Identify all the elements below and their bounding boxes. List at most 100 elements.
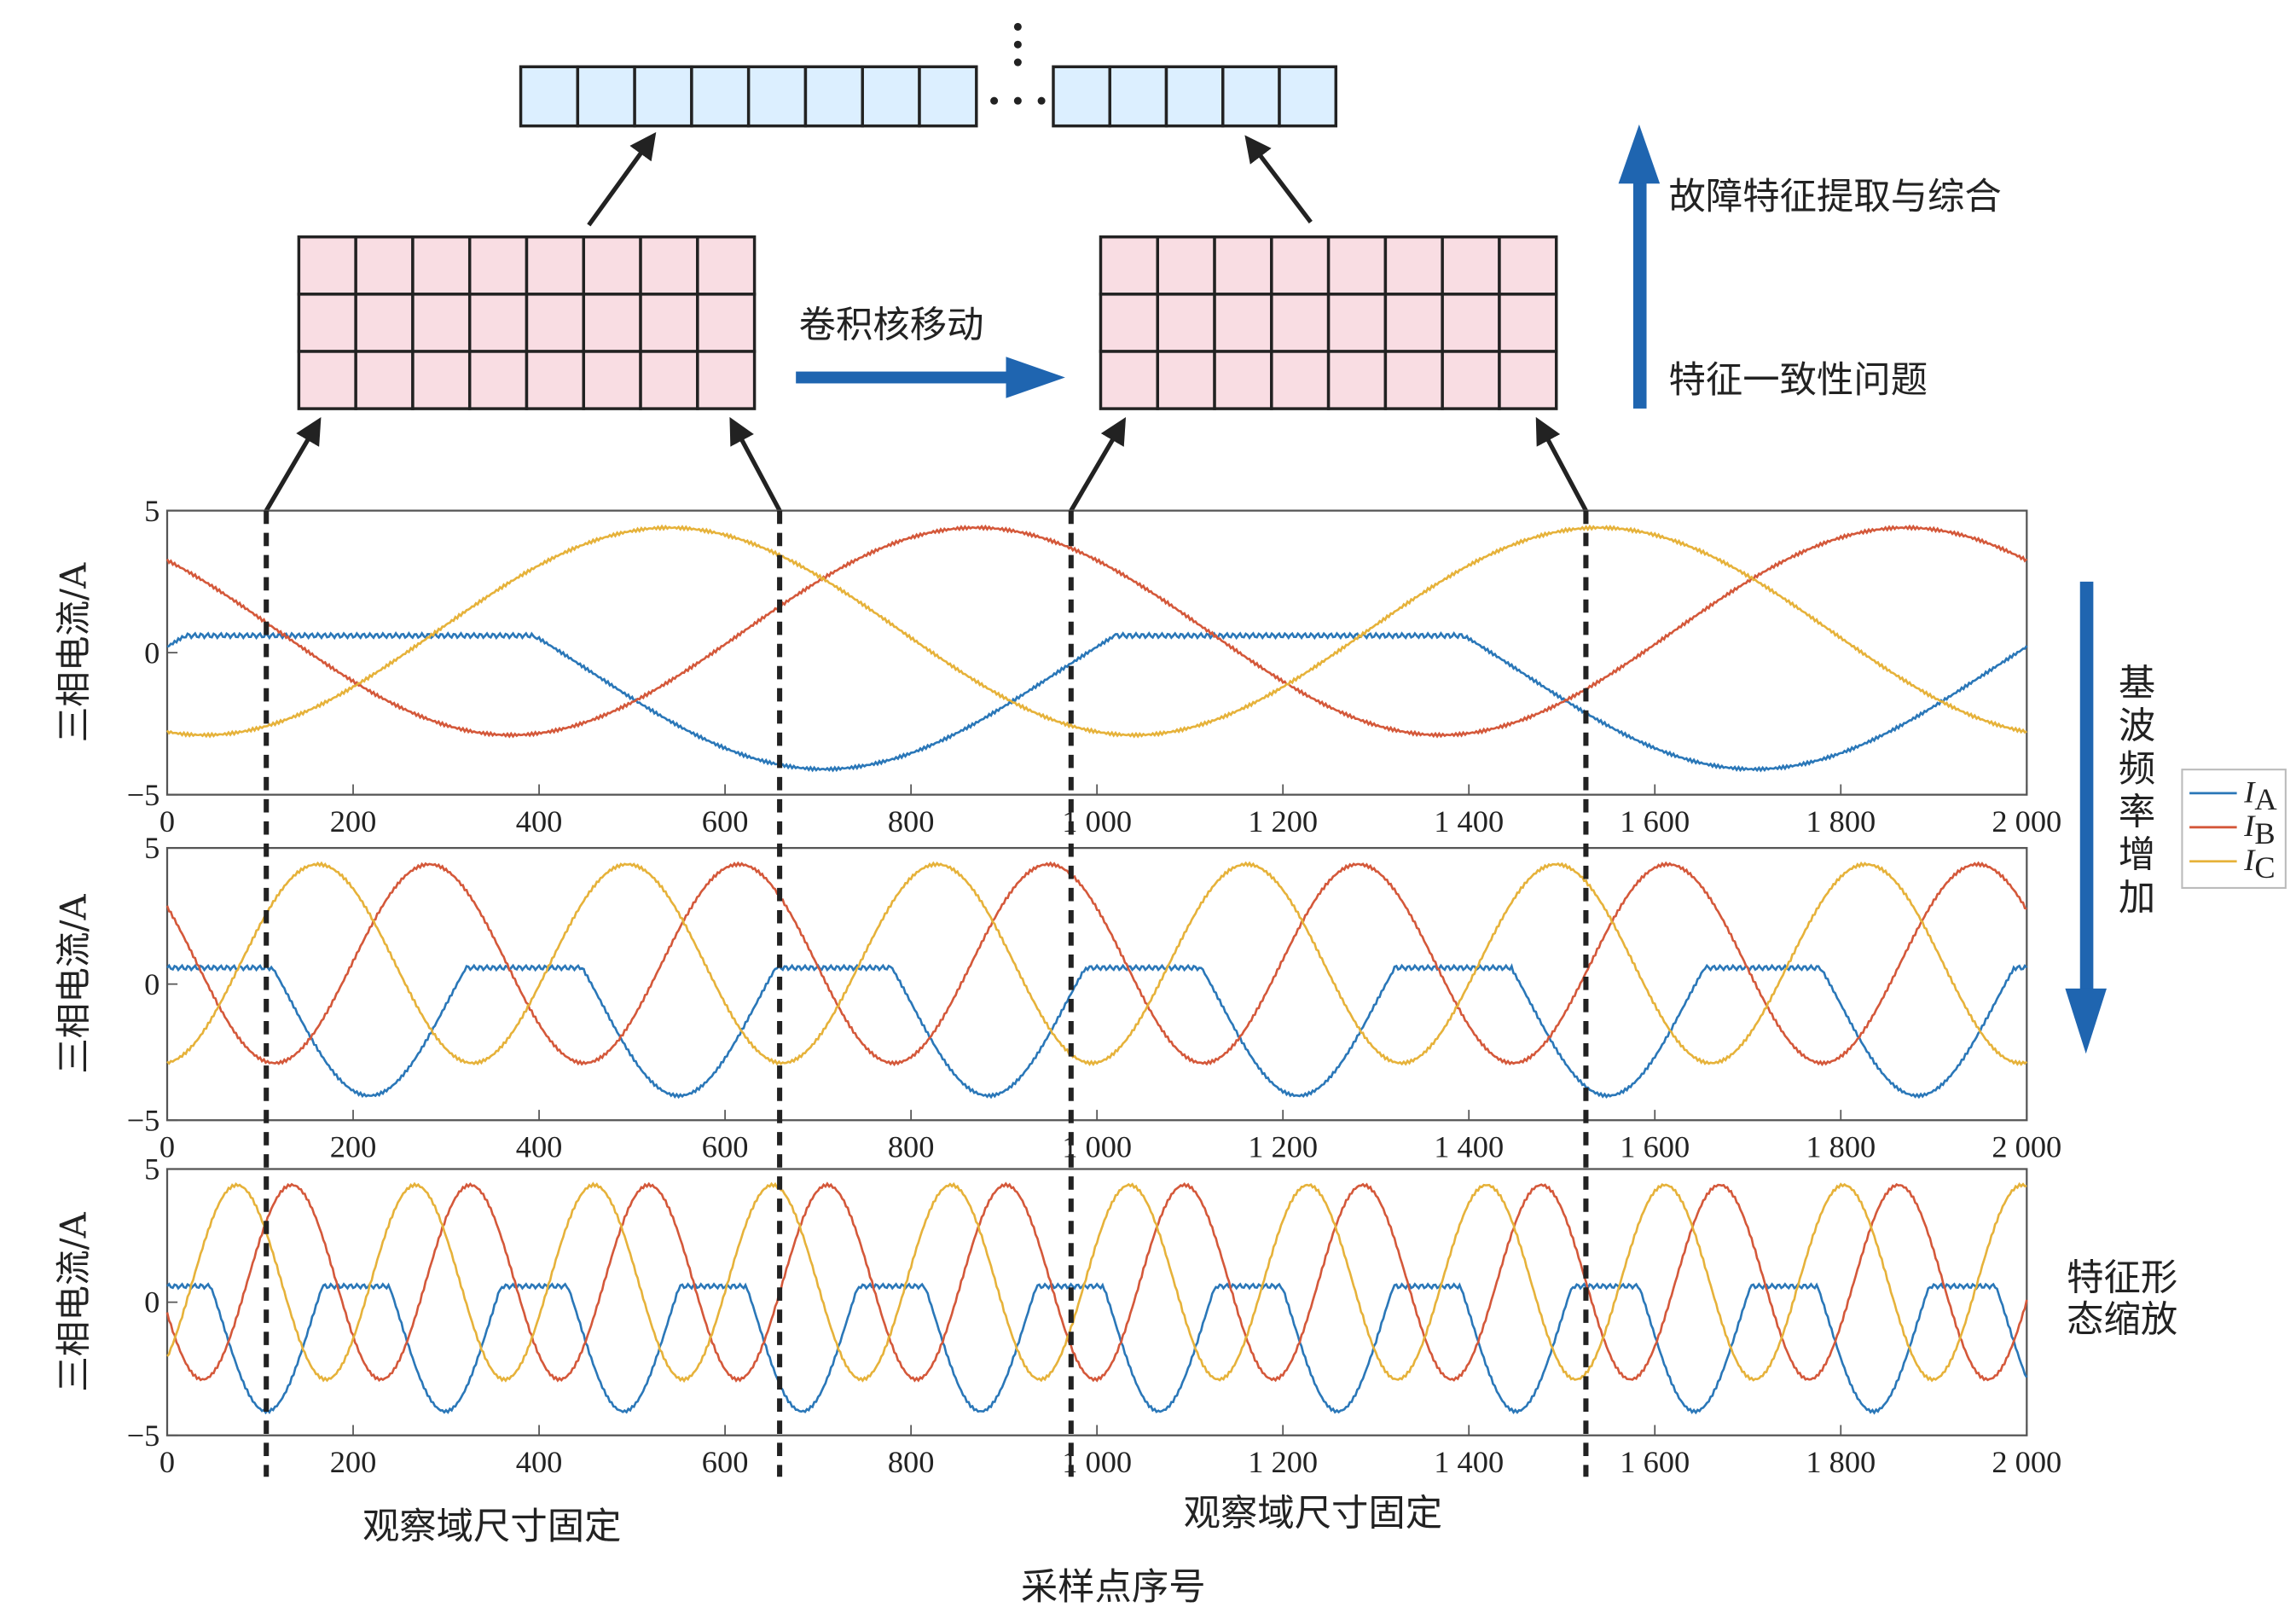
series-line-IA — [166, 631, 2028, 773]
x-tick-label: 800 — [888, 1130, 935, 1164]
kernel-cell — [525, 235, 586, 296]
kernel-cell — [411, 350, 472, 410]
kernel-cell — [582, 350, 642, 410]
series-line-IB — [165, 861, 2027, 1067]
x-tick-label: 1 000 — [1062, 1445, 1132, 1479]
kernel-cell — [525, 350, 586, 410]
kernel-cell — [1441, 293, 1501, 353]
kernel-cell — [1156, 235, 1216, 296]
x-tick-label: 1 400 — [1434, 1445, 1504, 1479]
mapping-arrows — [264, 131, 1588, 512]
feature-vector-right — [1052, 65, 1338, 128]
feature-cell — [519, 65, 580, 128]
kernel-cell — [411, 293, 472, 353]
feature-scale-label-1: 特征形 — [2067, 1257, 2177, 1300]
feature-cell — [1164, 65, 1225, 128]
kernel-cell — [1383, 350, 1444, 410]
window-fixed-label-left: 观察域尺寸固定 — [362, 1506, 622, 1548]
x-tick-label: 200 — [330, 1130, 377, 1164]
x-tick-label: 1 200 — [1248, 1130, 1318, 1164]
kernel-cell — [467, 293, 529, 353]
kernel-cell — [1156, 293, 1216, 353]
feature-consistency-label: 特征一致性问题 — [1669, 359, 1928, 402]
frequency-increase-char: 率 — [2119, 791, 2155, 833]
kernel-grid-right — [1099, 235, 1558, 410]
series-line-IC — [166, 861, 2028, 1067]
y-tick-label: 0 — [144, 635, 159, 670]
x-tick-label: 1 800 — [1806, 1130, 1876, 1164]
arrow-window1-right — [729, 416, 782, 512]
kernel-cell — [411, 235, 472, 296]
arrow-window2-left — [1069, 417, 1127, 512]
kernel-cell — [1099, 235, 1160, 296]
y-tick-label: 0 — [144, 967, 159, 1001]
legend-label-IB: I — [2243, 809, 2256, 843]
x-tick-label: 400 — [516, 804, 563, 839]
x-tick-label: 1 800 — [1806, 804, 1876, 839]
frequency-increase-char: 增 — [2119, 834, 2155, 877]
series-line-IA — [166, 963, 2028, 1100]
x-tick-label: 2 000 — [1992, 1445, 2061, 1479]
x-tick-label: 400 — [516, 1445, 563, 1479]
y-tick-label: −5 — [127, 1419, 160, 1453]
feature-cell — [918, 65, 978, 128]
series-line-IA — [166, 1282, 2028, 1415]
x-tick-label: 2 000 — [1992, 1130, 2061, 1164]
x-tick-label: 600 — [702, 1130, 749, 1164]
feature-cell — [803, 65, 864, 128]
kernel-cell — [467, 235, 529, 296]
x-tick-label: 1 200 — [1248, 1445, 1318, 1479]
y-axis-label: 三相电流/A — [53, 893, 95, 1073]
kernel-grid-left — [297, 235, 757, 410]
kernel-cell — [639, 235, 699, 296]
legend-label-IA: I — [2243, 775, 2256, 809]
y-tick-label: 5 — [144, 494, 159, 528]
x-tick-label: 1 600 — [1620, 1130, 1690, 1164]
kernel-cell — [696, 235, 757, 296]
x-axis-title: 采样点序号 — [1021, 1566, 1206, 1609]
x-tick-label: 600 — [702, 1445, 749, 1479]
y-tick-label: 5 — [144, 831, 159, 865]
kernel-cell — [1383, 293, 1444, 353]
plot-frame — [165, 1168, 2028, 1436]
legend-sub-IC: C — [2254, 850, 2275, 885]
legend-sub-IA: A — [2254, 782, 2277, 816]
series-line-IC — [166, 1181, 2027, 1384]
kernel-cell — [1099, 293, 1160, 353]
frequency-increase-char: 基 — [2119, 662, 2155, 705]
kernel-cell — [1213, 293, 1273, 353]
x-tick-label: 2 000 — [1992, 804, 2061, 839]
arrow-window2-right — [1535, 416, 1588, 512]
feature-extract-label: 故障特征提取与综合 — [1669, 176, 2002, 218]
kernel-cell — [639, 350, 699, 410]
kernel-cell — [582, 293, 642, 353]
legend-label-IC: I — [2243, 843, 2256, 877]
x-tick-label: 600 — [702, 804, 749, 839]
kernel-move-label: 卷积核移动 — [799, 305, 984, 347]
y-tick-label: 5 — [144, 1152, 159, 1187]
y-axis-label: 三相电流/A — [53, 1211, 95, 1391]
frequency-increase-char: 频 — [2119, 748, 2155, 791]
kernel-cell — [354, 350, 415, 410]
kernel-cell — [297, 235, 357, 296]
x-tick-label: 1 000 — [1062, 804, 1132, 839]
kernel-move-arrow — [796, 357, 1065, 398]
x-tick-label: 1 800 — [1806, 1445, 1876, 1479]
x-tick-label: 1 600 — [1620, 1445, 1690, 1479]
x-tick-label: 1 000 — [1062, 1130, 1132, 1164]
kernel-cell — [1270, 350, 1331, 410]
plot-frame — [165, 509, 2028, 796]
y-tick-label: 0 — [144, 1285, 159, 1320]
feature-vector-left — [519, 65, 978, 128]
kernel-cell — [525, 293, 586, 353]
frequency-increase-char: 波 — [2119, 705, 2155, 748]
kernel-cell — [1498, 350, 1558, 410]
kernel-cell — [582, 235, 642, 296]
feature-cell — [1108, 65, 1168, 128]
feature-cell — [690, 65, 751, 128]
observation-window-lines — [264, 510, 1589, 1477]
